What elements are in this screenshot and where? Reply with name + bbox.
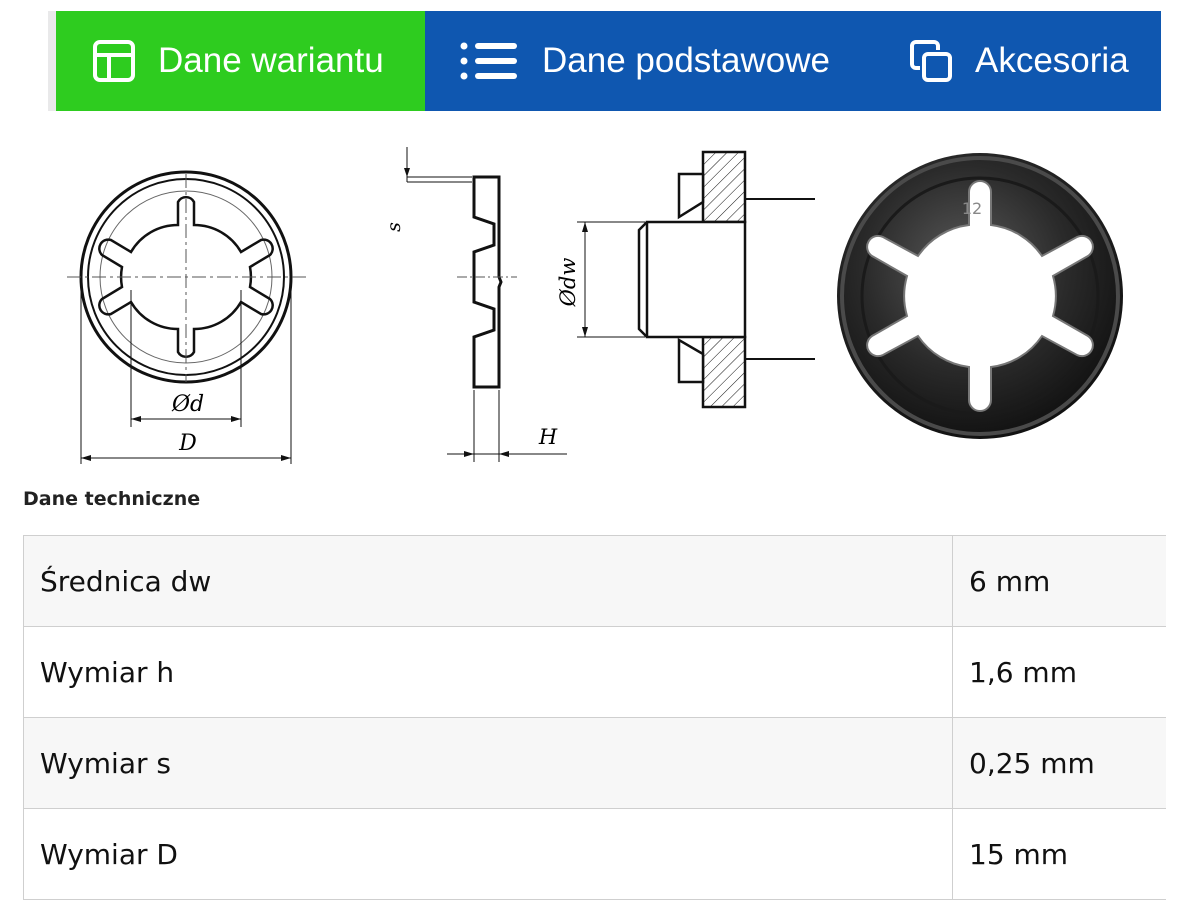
dimension-label-H: H [538,425,558,449]
dimension-label-s: s [383,222,405,232]
table-row: Wymiar D 15 mm [23,808,1166,900]
photo-stamp-label: 12 [962,199,982,218]
spec-name: Wymiar h [23,626,953,718]
tab-dane-wariantu[interactable]: Dane wariantu [56,11,425,111]
washer-front-view [67,170,307,464]
spec-table: Średnica dw 6 mm Wymiar h 1,6 mm Wymiar … [23,535,1166,900]
tab-bar: Dane wariantu Dane podstawowe Akcesoria [56,11,1161,111]
tabbar-edge [48,11,56,111]
dimension-label-D: D [178,431,197,456]
dimension-label-d: Ød [171,392,204,417]
mounted-section-view [577,150,815,409]
table-row: Wymiar s 0,25 mm [23,717,1166,809]
tab-label: Dane wariantu [158,41,384,80]
spec-value: 6 mm [952,535,1166,627]
tab-label: Akcesoria [975,41,1129,80]
spec-name: Średnica dw [23,535,953,627]
table-row: Wymiar h 1,6 mm [23,626,1166,718]
technical-drawing: Ød D s H [67,122,1167,482]
spec-name: Wymiar D [23,808,953,900]
spec-value: 15 mm [952,808,1166,900]
copy-icon [907,37,955,85]
tab-akcesoria[interactable]: Akcesoria [870,11,1161,111]
list-icon [458,37,520,85]
spec-name: Wymiar s [23,717,953,809]
washer-side-view [404,147,567,462]
spec-value: 0,25 mm [952,717,1166,809]
product-photo: 12 [837,153,1123,439]
spec-value: 1,6 mm [952,626,1166,718]
tab-label: Dane podstawowe [542,41,830,80]
table-row: Średnica dw 6 mm [23,535,1166,627]
dimension-label-dw: Ødw [556,258,580,308]
layout-icon [90,37,138,85]
section-title: Dane techniczne [23,488,201,510]
tab-dane-podstawowe[interactable]: Dane podstawowe [425,11,870,111]
